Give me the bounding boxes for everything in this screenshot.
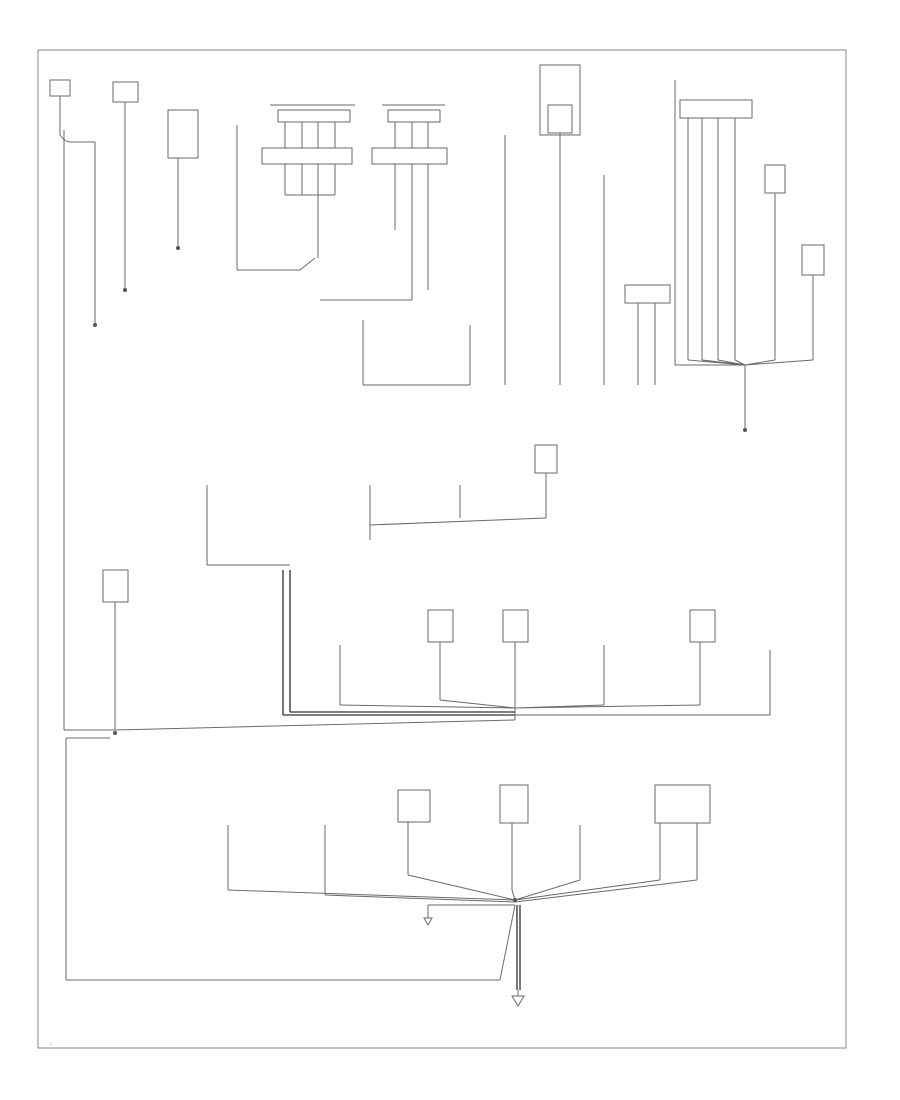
bottom-ground-group [65, 738, 711, 1007]
component-top-2 [112, 81, 139, 292]
component-top-center-5 [624, 284, 671, 385]
component-top-1 [49, 79, 97, 730]
component-top-4 [236, 125, 316, 271]
component-top-center-3 [539, 64, 581, 385]
page-number-label: 1 [50, 1042, 52, 1046]
component-mid-left [102, 569, 129, 730]
ground-bus-left-junction [64, 719, 516, 739]
component-top-center-1 [362, 320, 471, 386]
component-top-right-module [674, 80, 825, 432]
instrument-cluster-connector-left [261, 104, 355, 258]
middle-lower-ground-group [282, 570, 771, 720]
component-top-3 [167, 109, 199, 250]
diagram-border [37, 49, 847, 1049]
instrument-cluster-connector-right [320, 104, 448, 301]
middle-upper-ground-group [206, 444, 558, 566]
